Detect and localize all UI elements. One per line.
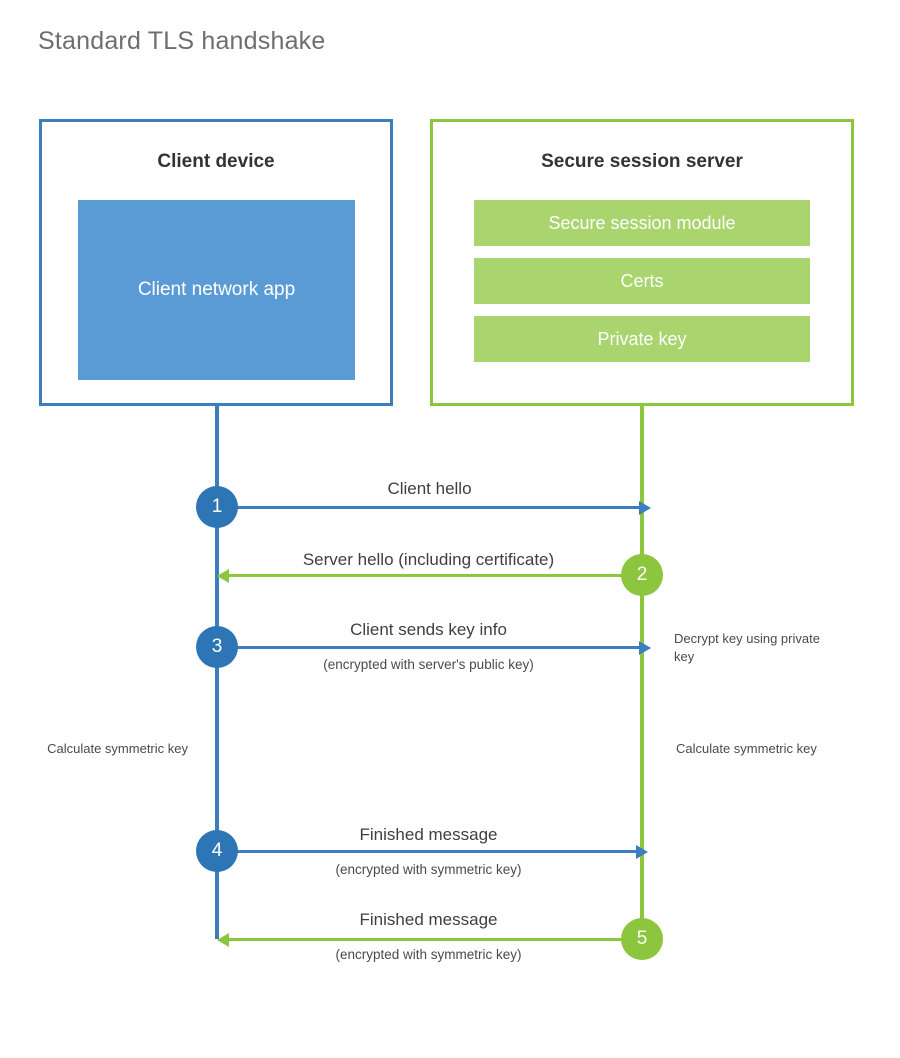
client-device-title: Client device: [157, 151, 275, 172]
step-5-arrow: [217, 932, 642, 947]
note-server-calculate-symmetric-key: Calculate symmetric key: [676, 741, 817, 756]
server-lifeline: [640, 406, 644, 939]
step-5-circle[interactable]: 5: [621, 918, 663, 960]
step-1-label: Client hello: [387, 479, 472, 498]
step-4-label: Finished message: [359, 825, 498, 844]
arrowhead-right-icon: [636, 844, 648, 859]
arrowhead-left-icon: [217, 932, 229, 947]
step-3-arrow: [217, 640, 651, 655]
step-5-sublabel: (encrypted with symmetric key): [335, 947, 522, 962]
client-lifeline: [215, 406, 219, 939]
step-3-circle[interactable]: 3: [196, 626, 238, 668]
server-components-list: Secure session module Certs Private key: [474, 200, 810, 362]
server-component-secure-session-module: Secure session module: [474, 200, 810, 246]
secure-session-server-box: Secure session server Secure session mod…: [430, 119, 854, 406]
step-1-circle[interactable]: 1: [196, 486, 238, 528]
step-2-arrow: [217, 568, 642, 583]
server-component-certs: Certs: [474, 258, 810, 304]
note-decrypt-key: Decrypt key using private key: [674, 631, 820, 664]
secure-session-server-title: Secure session server: [541, 151, 743, 172]
step-1-arrow: [217, 500, 651, 515]
step-2-label: Server hello (including certificate): [302, 550, 555, 569]
arrowhead-right-icon: [639, 640, 651, 655]
server-component-private-key: Private key: [474, 316, 810, 362]
page-title: Standard TLS handshake: [38, 27, 326, 55]
note-client-calculate-symmetric-key: Calculate symmetric key: [47, 741, 188, 756]
step-3-sublabel: (encrypted with server's public key): [323, 657, 534, 672]
arrowhead-right-icon: [639, 500, 651, 515]
client-device-box: Client device Client network app: [39, 119, 393, 406]
step-4-arrow: [217, 844, 648, 859]
client-network-app-block: Client network app: [78, 200, 355, 380]
step-3-label: Client sends key info: [350, 620, 507, 639]
arrowhead-left-icon: [217, 568, 229, 583]
step-5-label: Finished message: [359, 910, 498, 929]
step-2-circle[interactable]: 2: [621, 554, 663, 596]
step-4-circle[interactable]: 4: [196, 830, 238, 872]
step-4-sublabel: (encrypted with symmetric key): [335, 862, 522, 877]
